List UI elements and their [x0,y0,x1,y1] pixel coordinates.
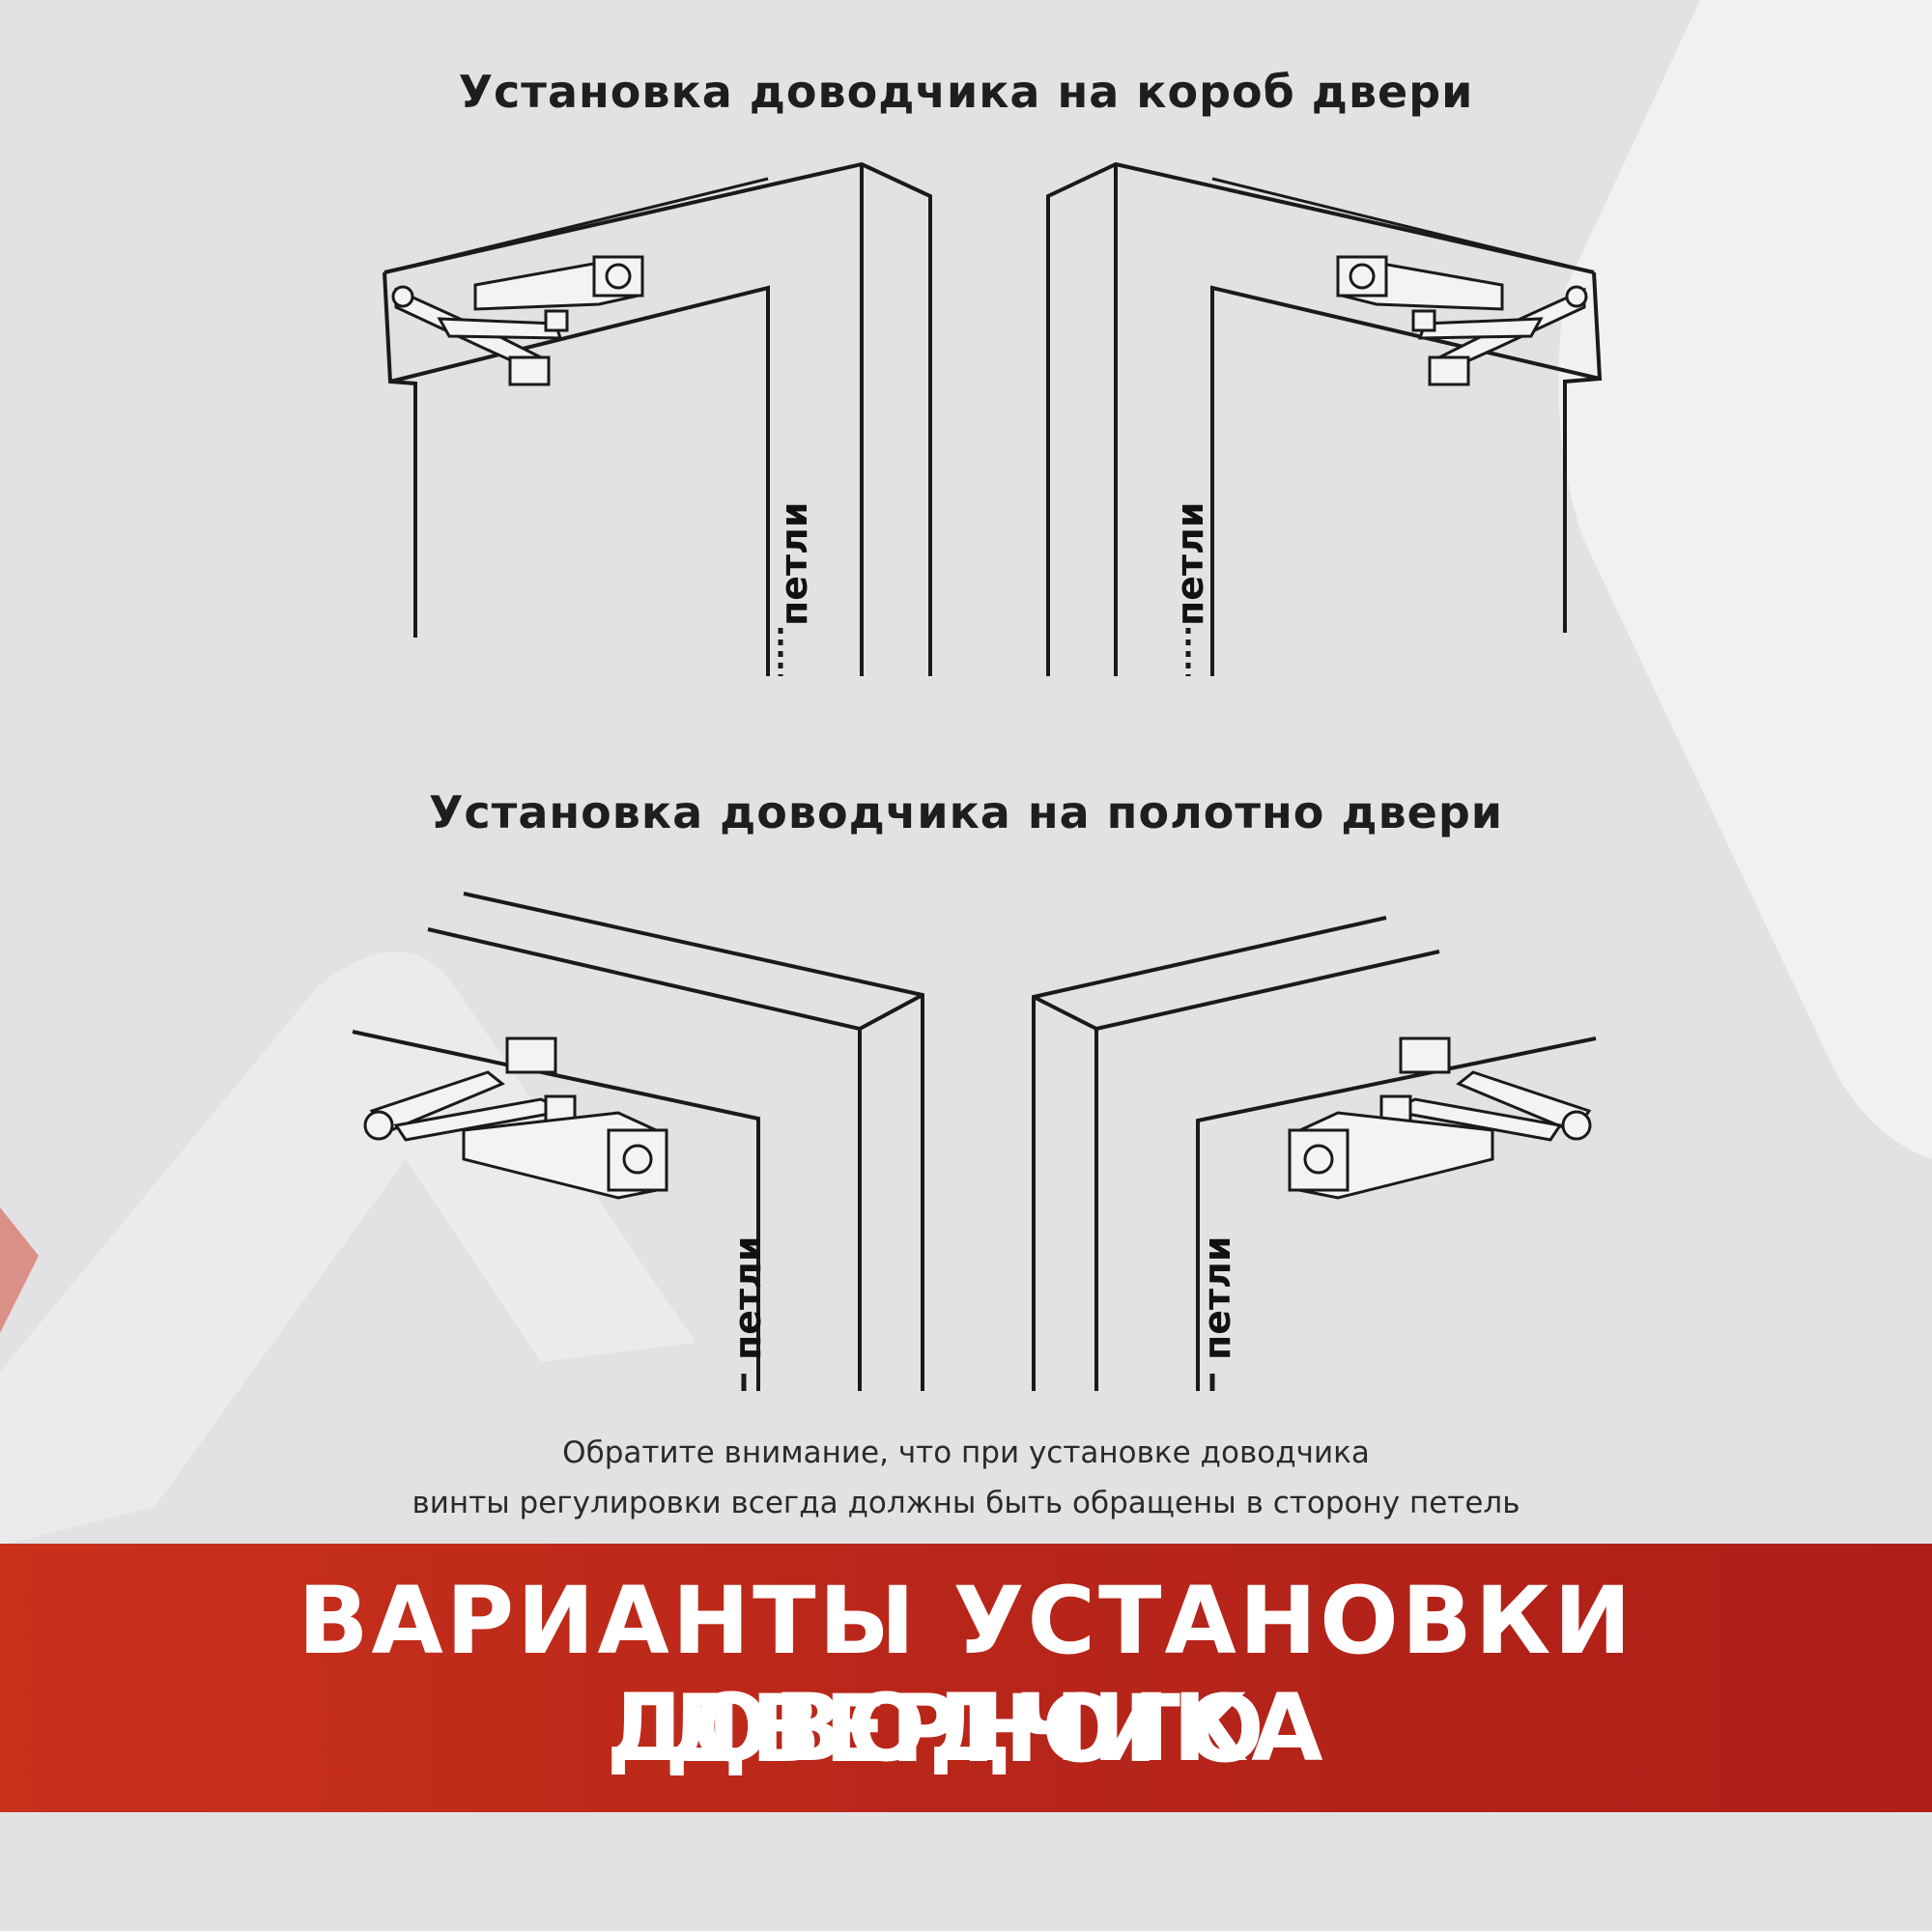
leaf-mount-right [1032,916,1597,1391]
frame-mount-heading: Установка доводчика на короб двери [458,66,1474,118]
background-stripe-left [0,951,696,1546]
closer-body-icon [473,255,644,311]
background-accent [0,1207,39,1333]
leaf-mount-left [352,892,924,1391]
title-banner: ВАРИАНТЫ УСТАНОВКИ ДВЕРНОГО ДОВОДЧИКА [0,1544,1932,1812]
closer-body-icon [1288,1111,1494,1200]
closer-body-icon [462,1111,668,1200]
banner-title-line-2: ДОВОДЧИКА [606,1674,1326,1782]
leaf-mount-heading: Установка доводчика на полотно двери [428,786,1504,838]
closer-arm-icon [391,285,569,386]
closer-arm-icon [363,1036,577,1142]
frame-mount-right [1046,161,1603,676]
frame-mount-left [383,161,932,676]
hinges-label-bottom-right: петли [1196,1235,1238,1360]
installation-note-line-2: винты регулировки всегда должны быть обр… [412,1486,1520,1520]
banner-title-line-1: ВАРИАНТЫ УСТАНОВКИ ДВЕРНОГО [298,1567,1634,1783]
closer-body-icon [1336,255,1504,311]
background-stripe-right [1558,0,1932,1159]
hinges-label-bottom-left: петли [726,1235,769,1360]
installation-note: Обратите внимание, что при установке дов… [0,1428,1932,1528]
closer-arm-icon [1411,285,1588,386]
installation-note-line-1: Обратите внимание, что при установке дов… [562,1435,1370,1470]
